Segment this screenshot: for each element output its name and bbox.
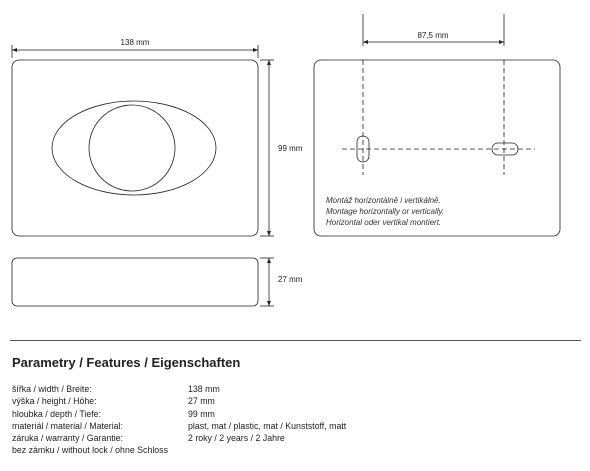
mount-note-line-2: Montage horizontally or vertically. — [326, 207, 444, 216]
feature-value: plast, mat / plastic, mat / Kunststoff, … — [188, 420, 347, 431]
feature-value: 138 mm — [188, 384, 220, 394]
features-heading: Parametry / Features / Eigenschaften — [12, 355, 241, 370]
feature-row-lock: bez zámku / without lock / ohne Schloss — [12, 444, 432, 456]
feature-label: bez zámku / without lock / ohne Schloss — [12, 445, 168, 456]
feature-row-material: materiál / material / Material: plast, m… — [12, 420, 432, 432]
button-circle — [88, 104, 176, 192]
hole-spacing-label: 87,5 mm — [417, 31, 448, 40]
feature-row-width: šířka / width / Breite: 138 mm — [12, 383, 432, 395]
mount-note-line-3: Horizontal oder vertikal montiert. — [326, 218, 441, 227]
technical-drawing: 138 mm 99 mm 27 mm 87,5 mm Montáž horizo… — [11, 14, 561, 307]
feature-label: materiál / material / Material: — [12, 420, 123, 431]
feature-label: hloubka / depth / Tiefe: — [12, 408, 102, 419]
height-dimension-label: 99 mm — [278, 144, 303, 153]
feature-value: 27 mm — [188, 396, 215, 407]
side-view — [11, 257, 274, 307]
feature-label: výška / height / Höhe: — [12, 396, 97, 407]
mounting-slot-vertical — [356, 135, 370, 163]
back-panel-outline — [313, 59, 561, 237]
feature-row-height: výška / height / Höhe: 27 mm — [12, 395, 432, 407]
side-panel-outline — [11, 257, 259, 307]
feature-row-warranty: záruka / warranty / Garantie: 2 roky / 2… — [12, 432, 432, 444]
feature-label: záruka / warranty / Garantie: — [12, 433, 123, 444]
back-view — [313, 14, 561, 237]
width-dimension-label: 138 mm — [121, 38, 150, 47]
mount-note-line-1: Montáž horizontálně i vertikálně. — [326, 196, 441, 205]
section-divider — [10, 340, 581, 341]
button-ellipse — [51, 100, 217, 196]
features-table: šířka / width / Breite: 138 mm výška / h… — [12, 383, 432, 457]
depth-dimension-label: 27 mm — [278, 275, 303, 284]
mounting-slot-horizontal — [491, 142, 519, 156]
feature-row-depth: hloubka / depth / Tiefe: 99 mm — [12, 408, 432, 420]
front-panel-outline — [11, 59, 259, 237]
front-view — [11, 45, 274, 237]
feature-value: 99 mm — [188, 408, 215, 419]
feature-value: 2 roky / 2 years / 2 Jahre — [188, 433, 285, 444]
feature-label: šířka / width / Breite: — [12, 384, 92, 394]
